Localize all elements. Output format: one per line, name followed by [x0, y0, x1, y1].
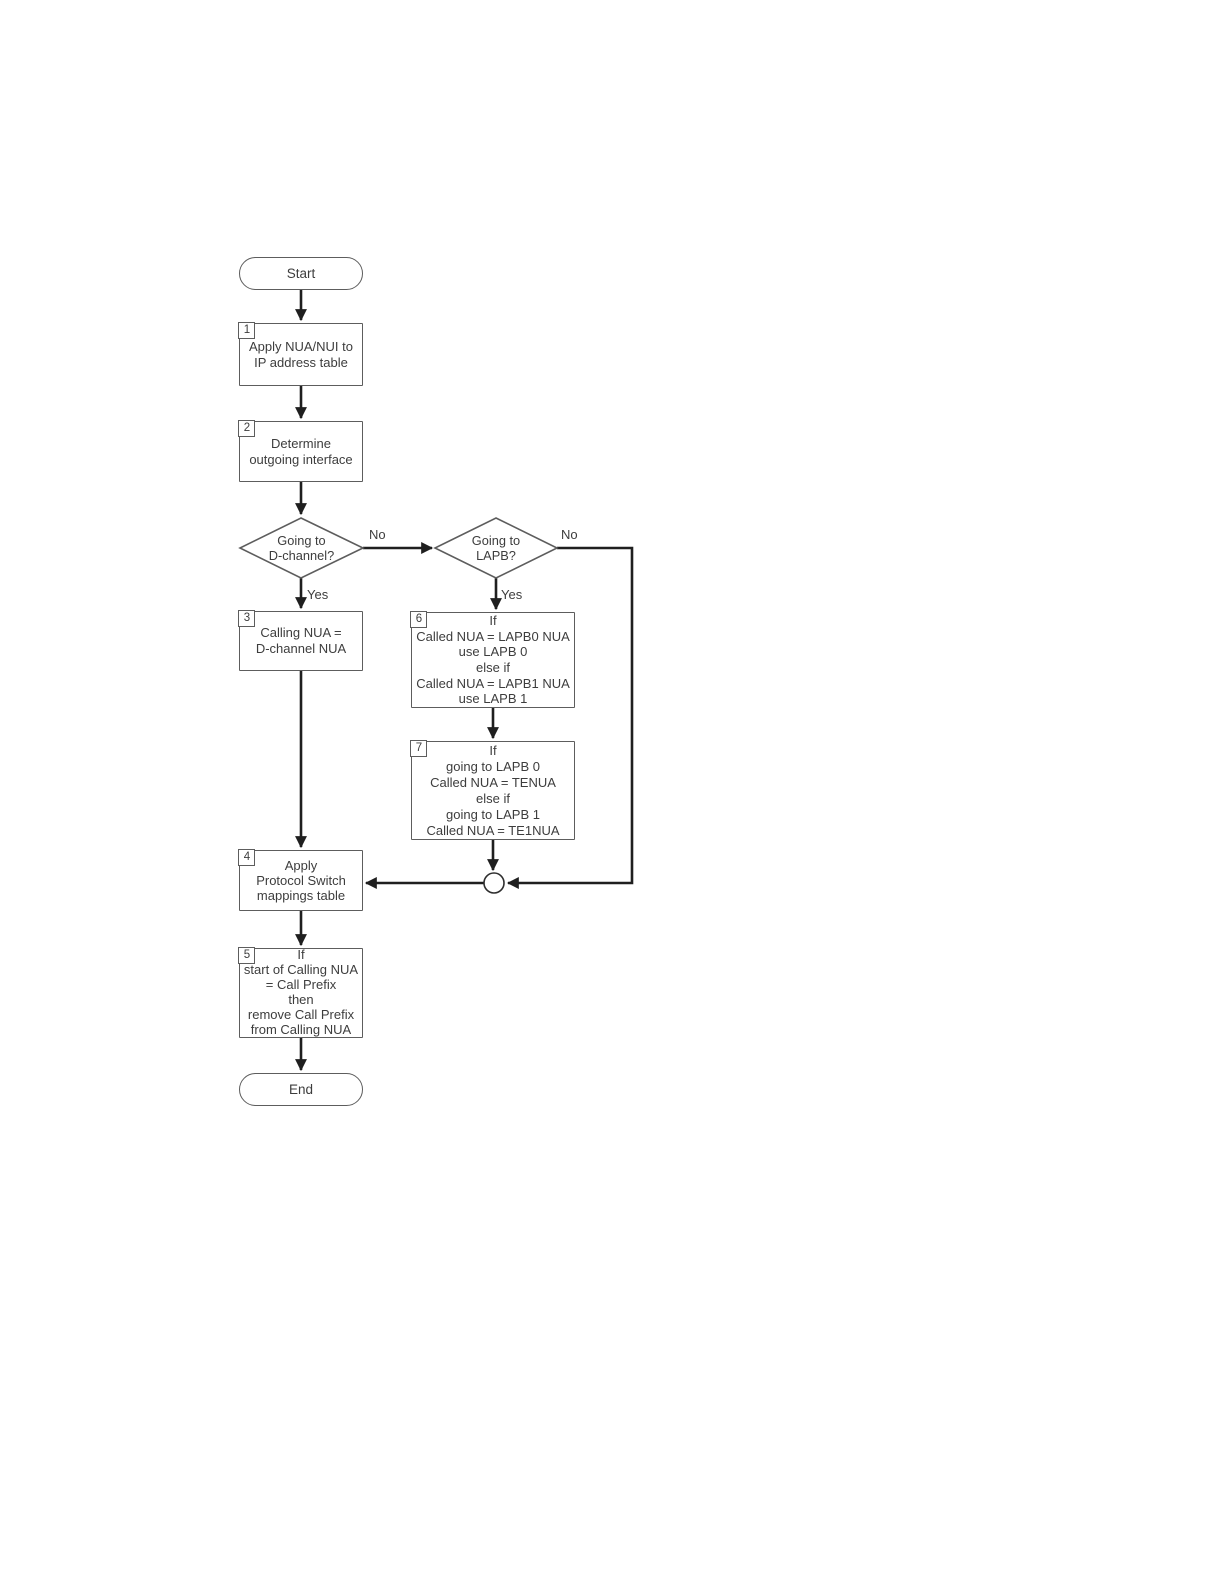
step4-box: 4 Apply Protocol Switch mappings table	[238, 849, 363, 911]
junction-circle	[483, 872, 505, 894]
step3-box: 3 Calling NUA = D-channel NUA	[238, 610, 363, 671]
step2-box: 2 Determine outgoing interface	[238, 420, 363, 482]
step5-text: If start of Calling NUA = Call Prefix th…	[243, 947, 359, 1037]
dchannel-yes-label: Yes	[307, 587, 329, 602]
step6-text: If Called NUA = LAPB0 NUA use LAPB 0 els…	[416, 612, 570, 707]
end-terminator: End	[239, 1073, 363, 1106]
connector-lapb-no-junction	[506, 546, 634, 889]
start-label: Start	[286, 266, 316, 281]
decision-lapb-shape	[433, 517, 559, 579]
step7-box: 7 If going to LAPB 0 Called NUA = TENUA …	[410, 740, 575, 840]
lapb-no-label: No	[561, 527, 578, 542]
step7-text: If going to LAPB 0 Called NUA = TENUA el…	[426, 742, 560, 838]
step7-number-badge: 7	[410, 740, 428, 758]
step3-text: Calling NUA = D-channel NUA	[255, 625, 347, 656]
step5-box: 5 If start of Calling NUA = Call Prefix …	[238, 947, 363, 1038]
step6-box: 6 If Called NUA = LAPB0 NUA use LAPB 0 e…	[410, 611, 575, 708]
decision-dchannel-label: Going to D-channel?	[268, 533, 335, 563]
step2-number-badge: 2	[238, 420, 256, 438]
step4-text: Apply Protocol Switch mappings table	[256, 858, 346, 903]
step1-number-badge: 1	[238, 322, 256, 340]
step5-number-badge: 5	[238, 947, 256, 965]
end-label: End	[288, 1082, 314, 1097]
dchannel-no-label: No	[369, 527, 386, 542]
step6-number-badge: 6	[410, 611, 428, 629]
start-terminator: Start	[239, 257, 363, 290]
step4-number-badge: 4	[238, 849, 256, 867]
step2-text: Determine outgoing interface	[249, 435, 353, 467]
step1-box: 1 Apply NUA/NUI to IP address table	[238, 322, 363, 386]
decision-dchannel-shape	[238, 517, 365, 579]
lapb-yes-label: Yes	[501, 587, 523, 602]
decision-lapb-label: Going to LAPB?	[471, 533, 521, 563]
step1-text: Apply NUA/NUI to IP address table	[248, 338, 354, 370]
step3-number-badge: 3	[238, 610, 256, 628]
